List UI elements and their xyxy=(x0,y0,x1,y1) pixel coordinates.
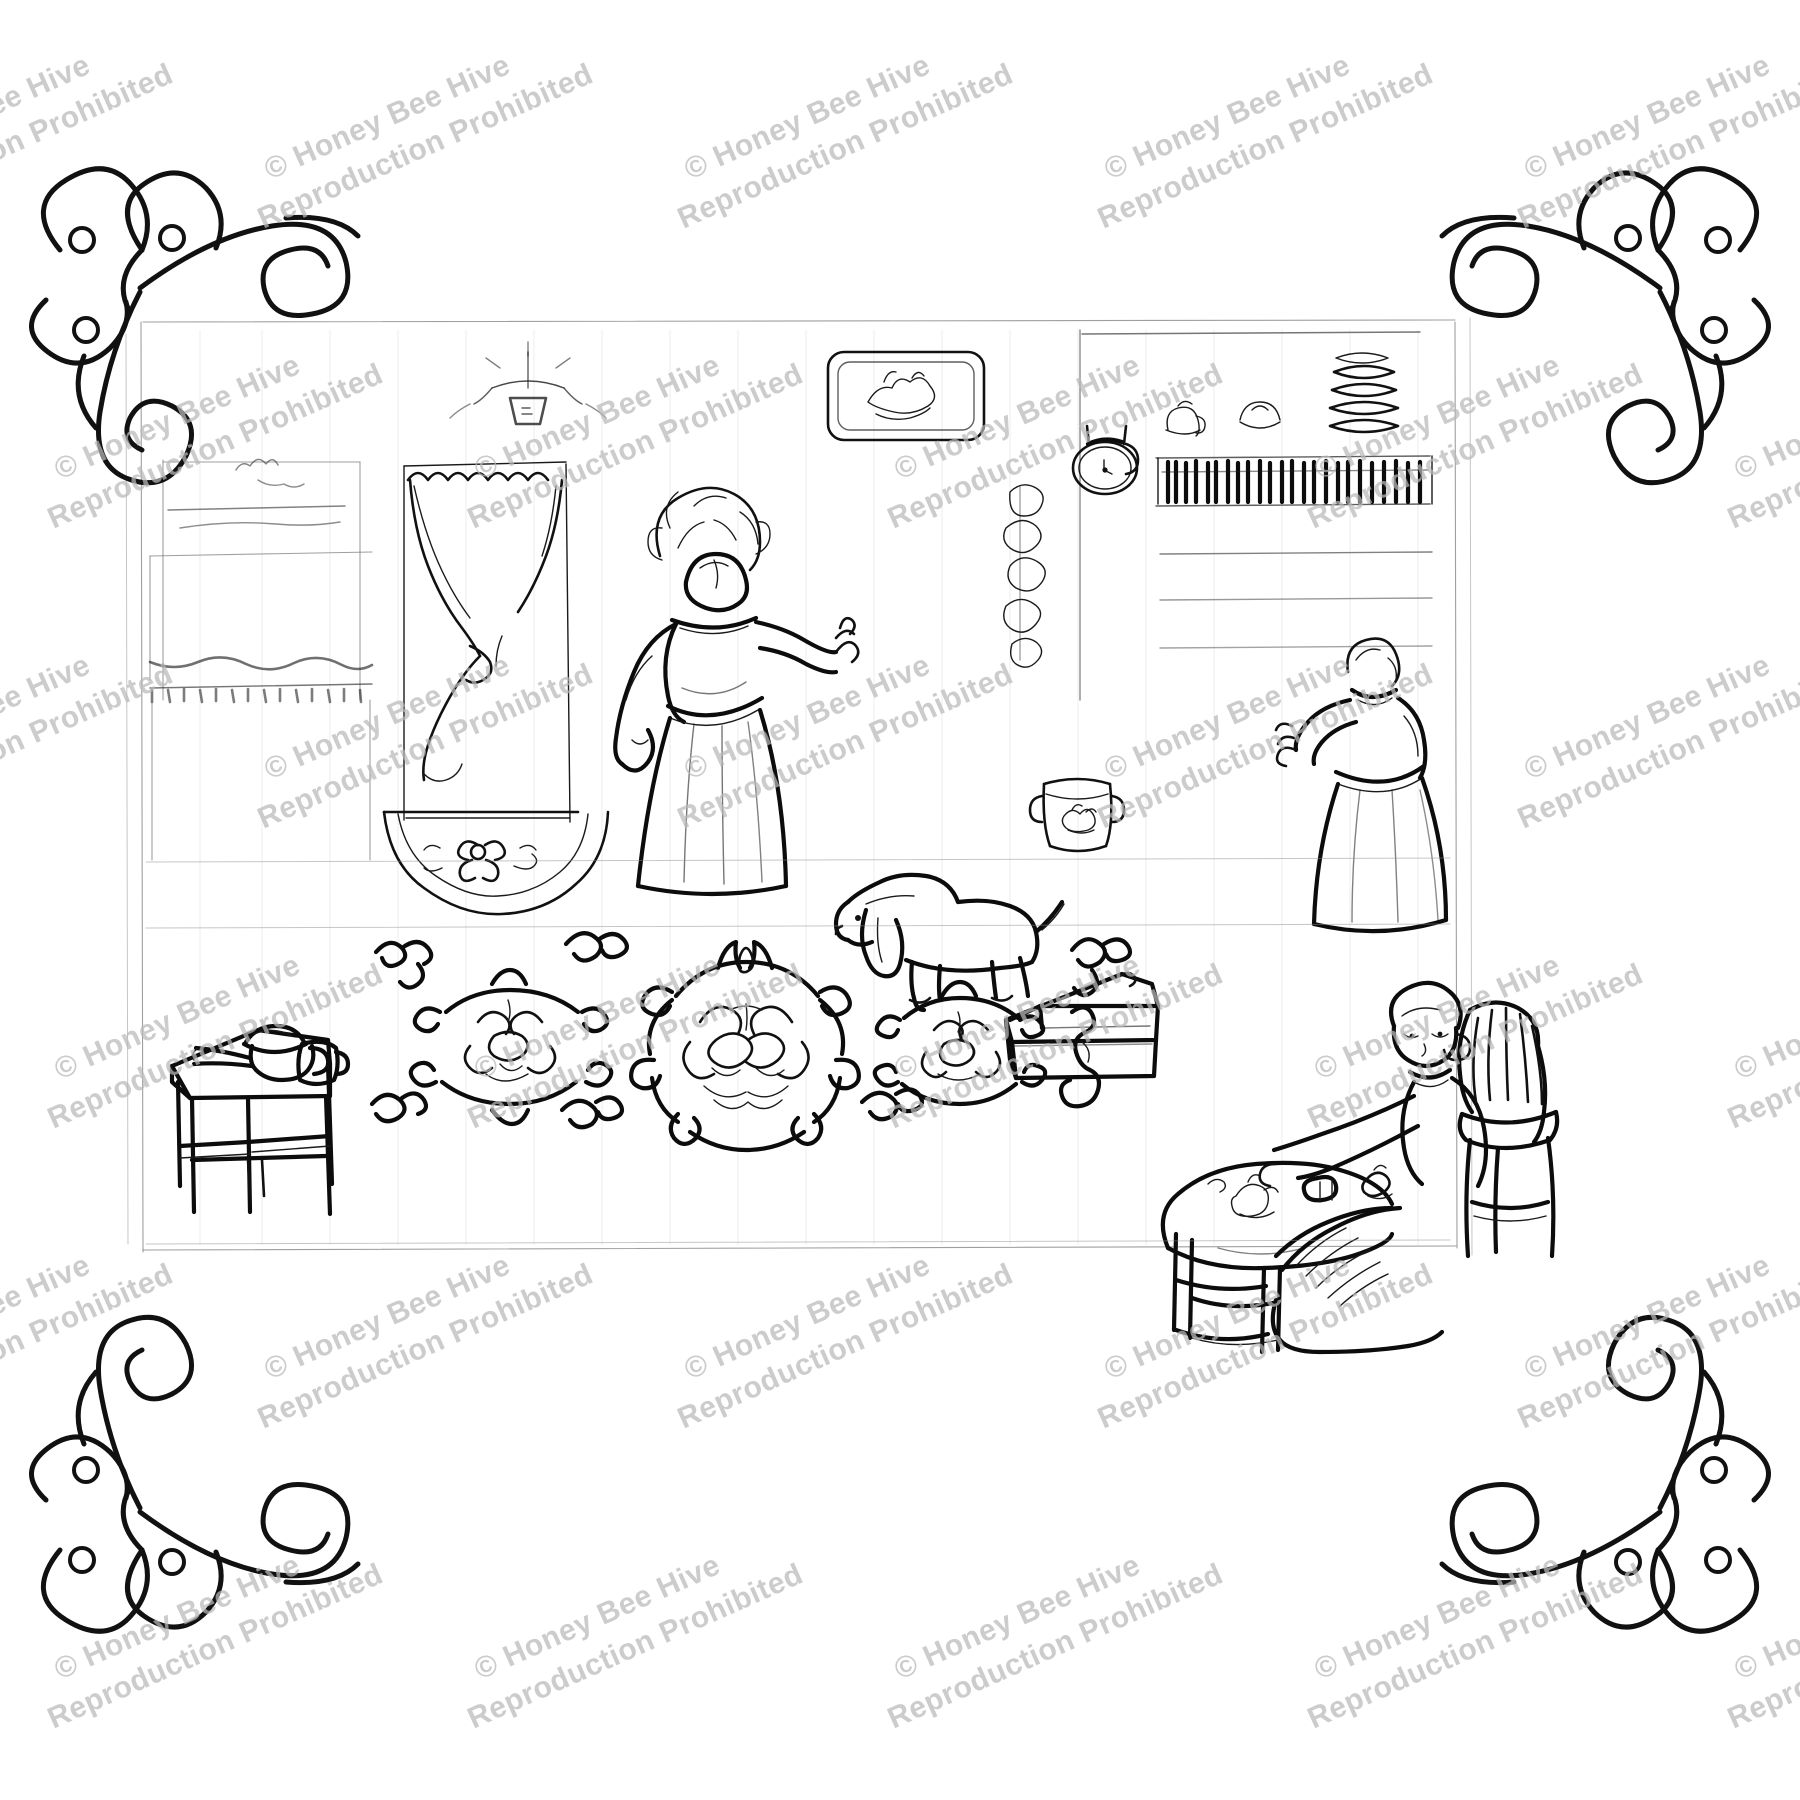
scroll-sprig-d xyxy=(1058,1005,1102,1109)
right-wall-shelving xyxy=(1079,329,1433,701)
corner-ornament-bottom-left xyxy=(29,1314,361,1634)
crock xyxy=(1028,777,1126,853)
medallion-center xyxy=(629,939,861,1153)
scroll-sprig-a xyxy=(373,939,434,990)
scroll-sprig-e xyxy=(369,1091,429,1124)
bookshelf xyxy=(1157,455,1433,505)
floor-lines xyxy=(145,857,1451,1245)
hanging-lamp xyxy=(449,341,607,426)
standing-woman-left xyxy=(613,486,860,897)
bench-frame xyxy=(1160,1160,1395,1355)
ladderback-chair xyxy=(1457,1000,1560,1259)
window-with-curtains xyxy=(403,461,571,823)
scroll-sprig-f xyxy=(559,1095,625,1130)
backing-weave-texture xyxy=(199,329,1419,1246)
bed xyxy=(148,458,374,861)
wooden-chest xyxy=(1003,971,1161,1081)
hanging-flowers xyxy=(1003,484,1046,668)
medallion-left xyxy=(408,967,614,1127)
scroll-sprig-b xyxy=(563,931,629,963)
pattern-frame xyxy=(125,317,1473,1256)
scroll-sprig-g xyxy=(859,1087,925,1122)
rug-center-flower xyxy=(423,840,538,883)
wall-clock xyxy=(1071,424,1140,496)
dog xyxy=(833,872,1065,1013)
corner-ornament-top-left xyxy=(29,166,361,486)
shelf-items xyxy=(1165,352,1400,437)
scroll-sprig-c xyxy=(1069,937,1133,998)
washstand xyxy=(169,1023,351,1217)
corner-ornament-top-right xyxy=(1439,166,1771,486)
half-round-rug xyxy=(382,810,610,916)
corner-ornament-bottom-right xyxy=(1439,1314,1771,1634)
framed-picture xyxy=(826,350,986,442)
seated-woman xyxy=(1258,980,1489,1355)
